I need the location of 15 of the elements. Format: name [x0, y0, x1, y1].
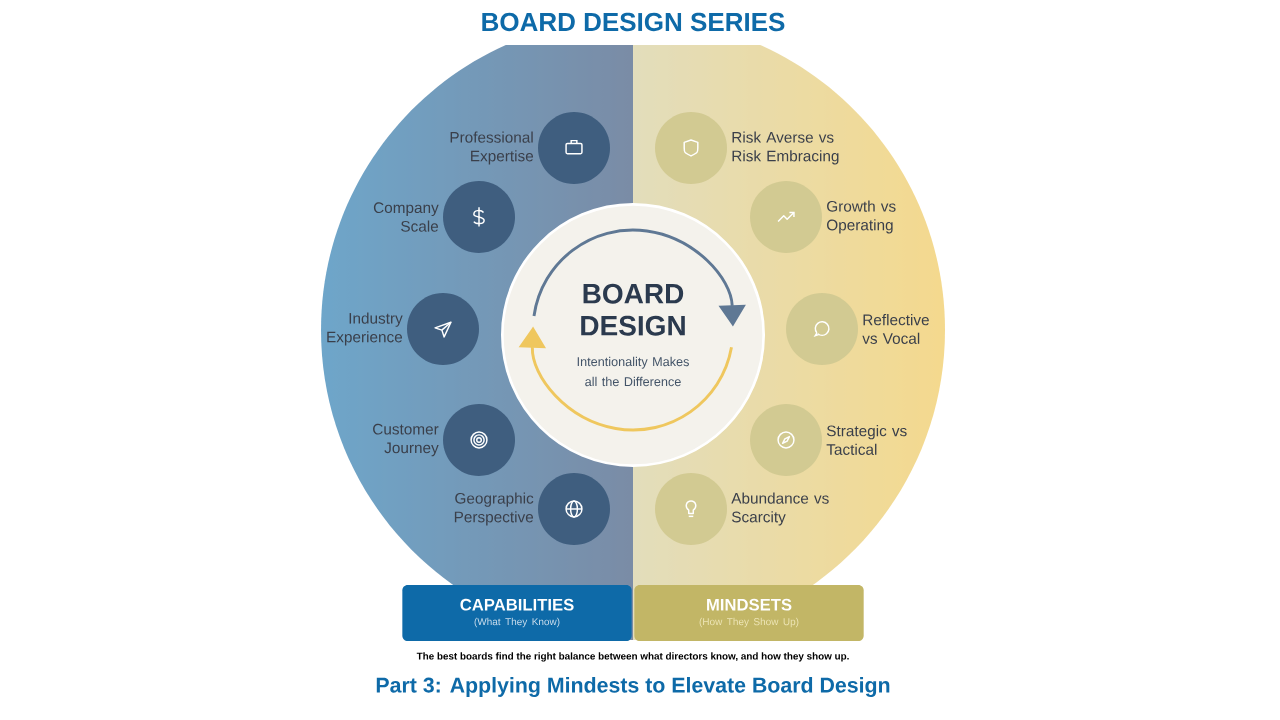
circle-label: Risk Averse vs Risk Embracing — [732, 131, 839, 165]
circle-label: Strategic vs Tactical — [826, 425, 907, 455]
circle-label: Professional Expertise — [450, 131, 534, 165]
circle-label: Growth vs Operating — [827, 200, 896, 234]
circle-label: Geographic Perspective — [454, 492, 534, 526]
category-box: MINDSETS (How They Show Up) — [634, 585, 864, 641]
title: BOARD DESIGN SERIES — [482, 12, 785, 32]
circle-label: Company Scale — [373, 202, 439, 232]
circle-label: Industry Experience — [327, 312, 403, 346]
circle-label: Reflective vs Vocal — [862, 314, 929, 344]
circle-label: Customer Journey — [373, 423, 439, 457]
category-box: CAPABILITIES (What They Know) — [402, 585, 632, 641]
circle-label: Abundance vs Scarcity — [731, 492, 829, 526]
caption: Part 3: Applying Mindests to Elevate Board Design — [376, 677, 890, 697]
note-text: The best boards find the right balance between what directors know, and how they show up. — [416, 652, 849, 662]
